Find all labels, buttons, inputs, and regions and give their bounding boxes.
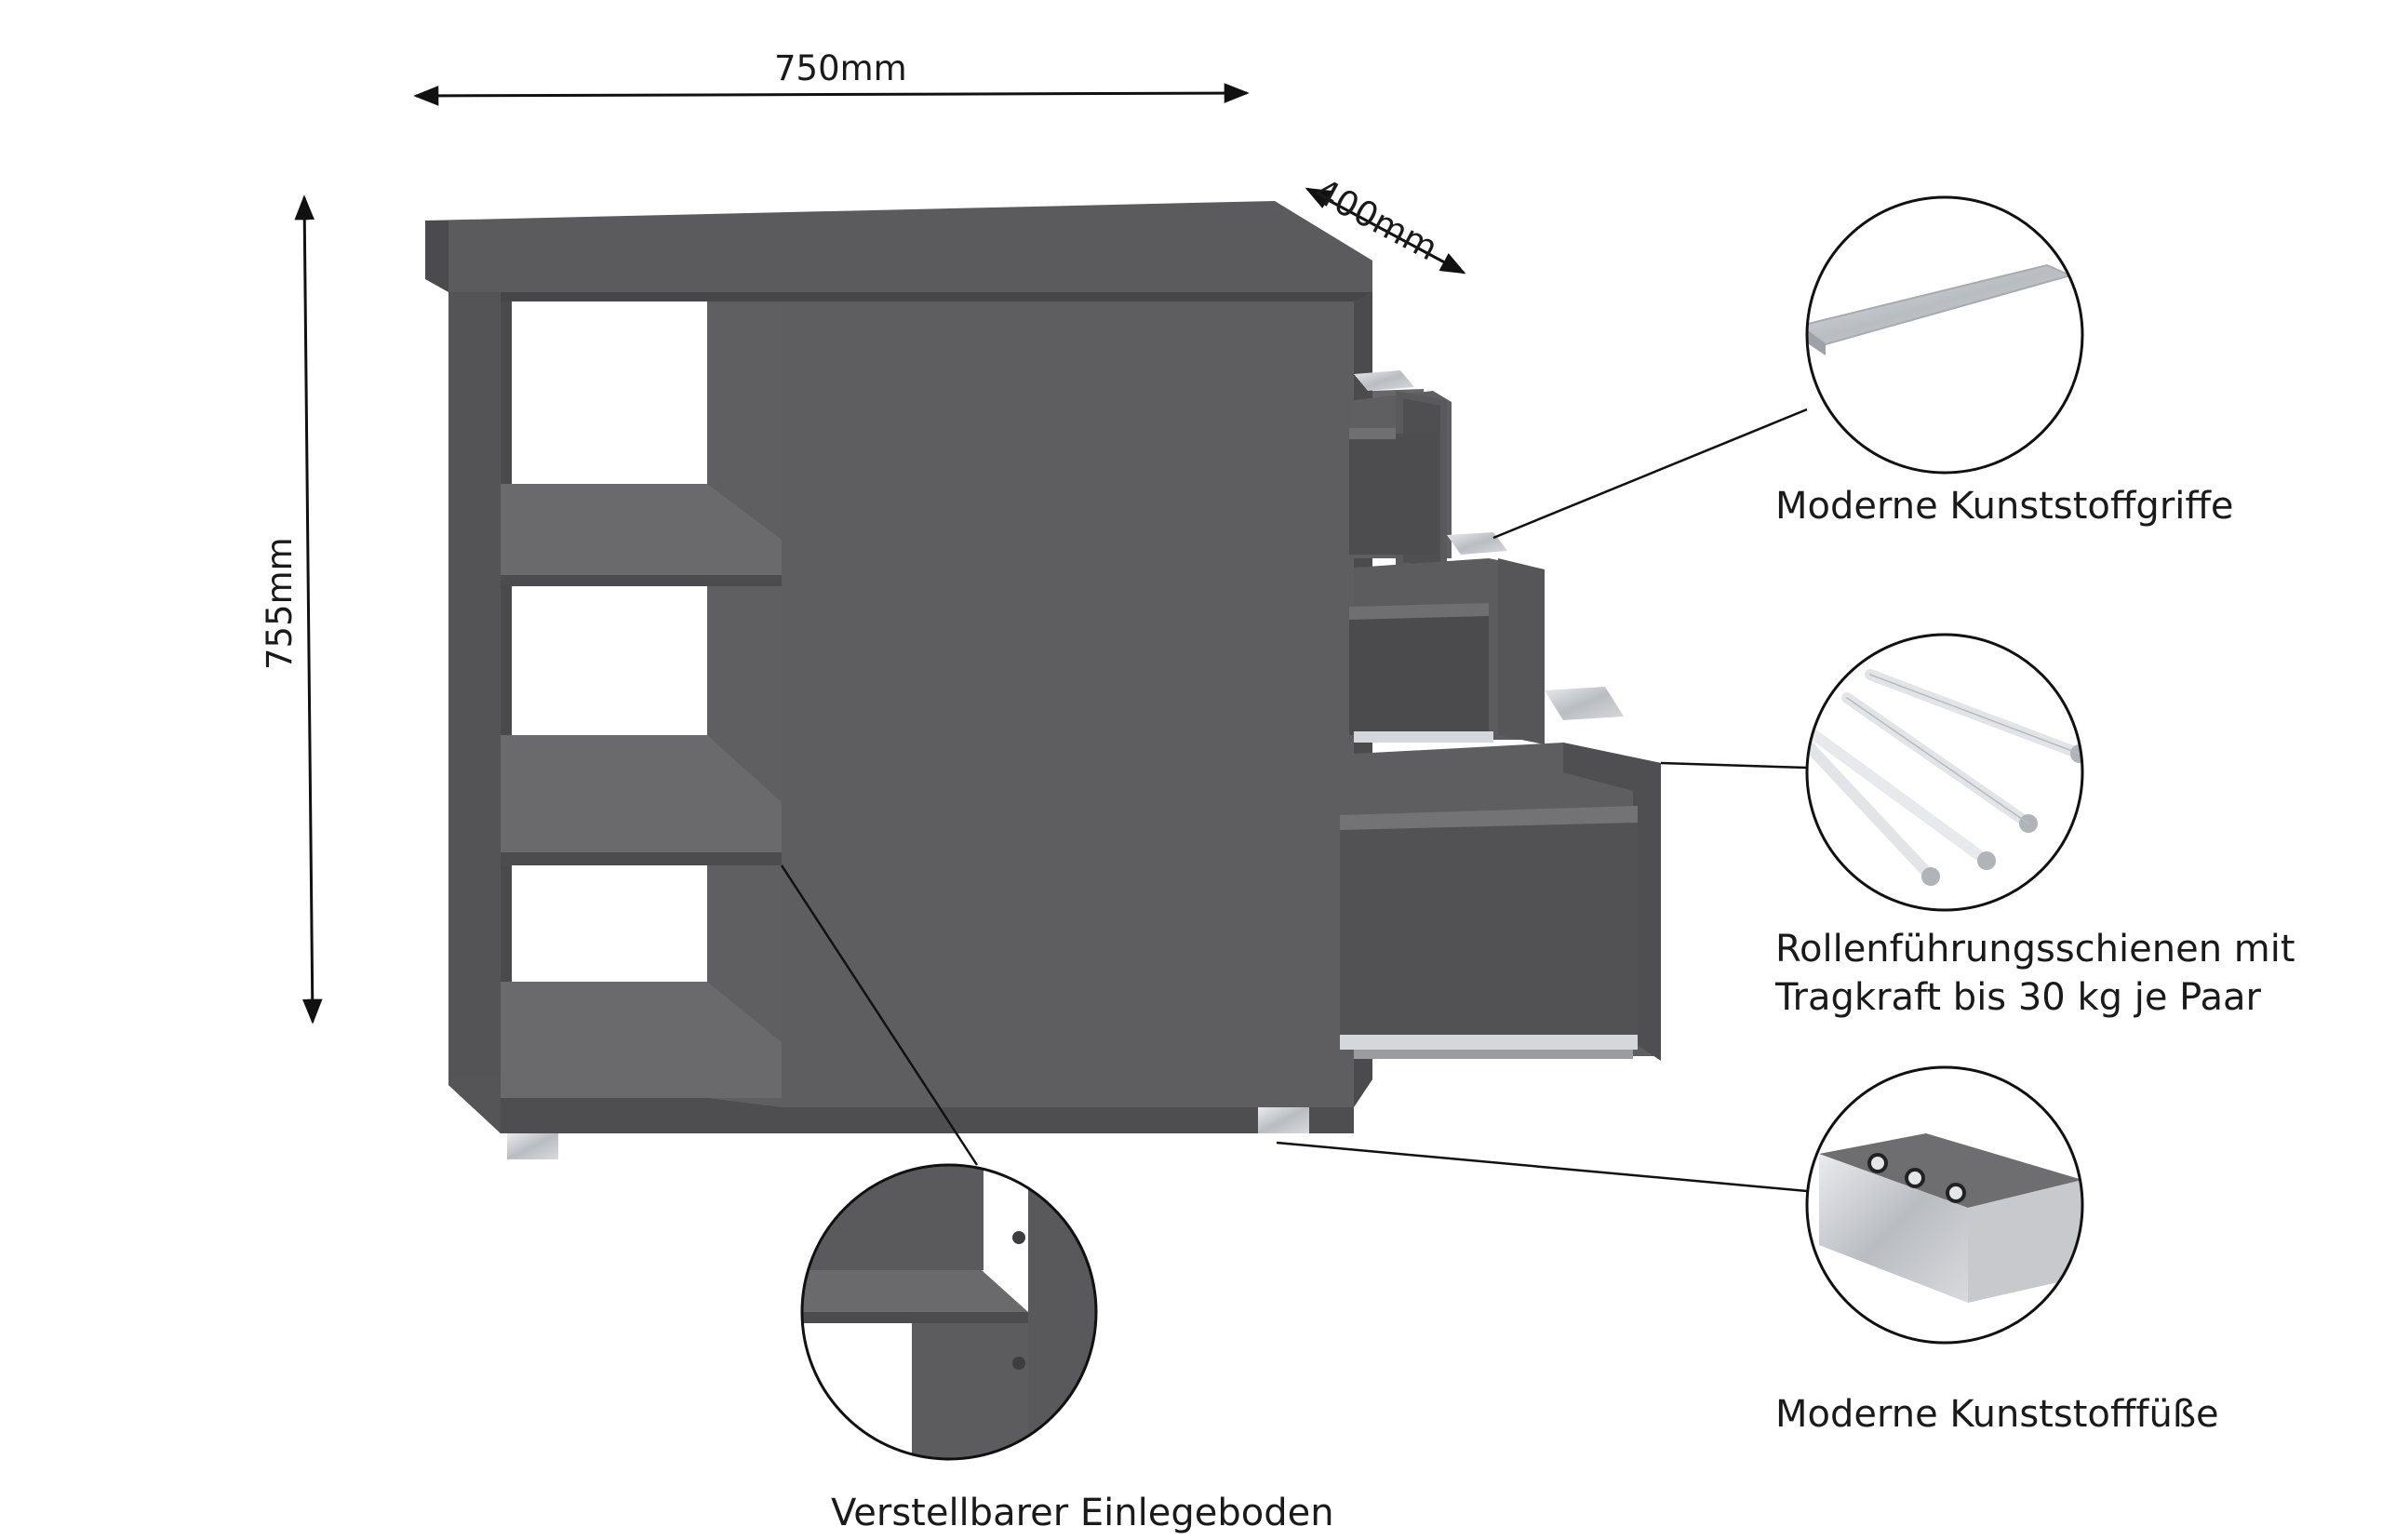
rails-leader <box>1660 761 1808 770</box>
drawers <box>1340 370 1661 1061</box>
shelf-detail <box>800 1163 1098 1461</box>
shelf-caption: Verstellbarer Einlegeboden <box>831 1492 1334 1534</box>
height-label: 755mm <box>260 537 300 670</box>
height-arrow <box>294 194 323 1024</box>
handles-caption: Moderne Kunststoffgriffe <box>1775 485 2234 528</box>
feet-detail <box>1805 1065 2084 1345</box>
feet-caption: Moderne Kunststofffüße <box>1775 1393 2219 1436</box>
handle-detail <box>1805 195 2084 475</box>
feet-leader <box>1276 1141 1808 1193</box>
handles-leader <box>1492 408 1808 540</box>
depth-arrow <box>1305 187 1466 275</box>
rails-caption-line1: Rollenführungsschienen mit <box>1775 928 2295 971</box>
rails-detail <box>1805 633 2084 912</box>
width-label: 750mm <box>774 48 907 88</box>
width-arrow <box>413 83 1250 106</box>
cabinet <box>425 201 1372 1159</box>
rails-caption-line2: Tragkraft bis 30 kg je Paar <box>1775 976 2261 1019</box>
shelf-leader <box>780 864 979 1166</box>
